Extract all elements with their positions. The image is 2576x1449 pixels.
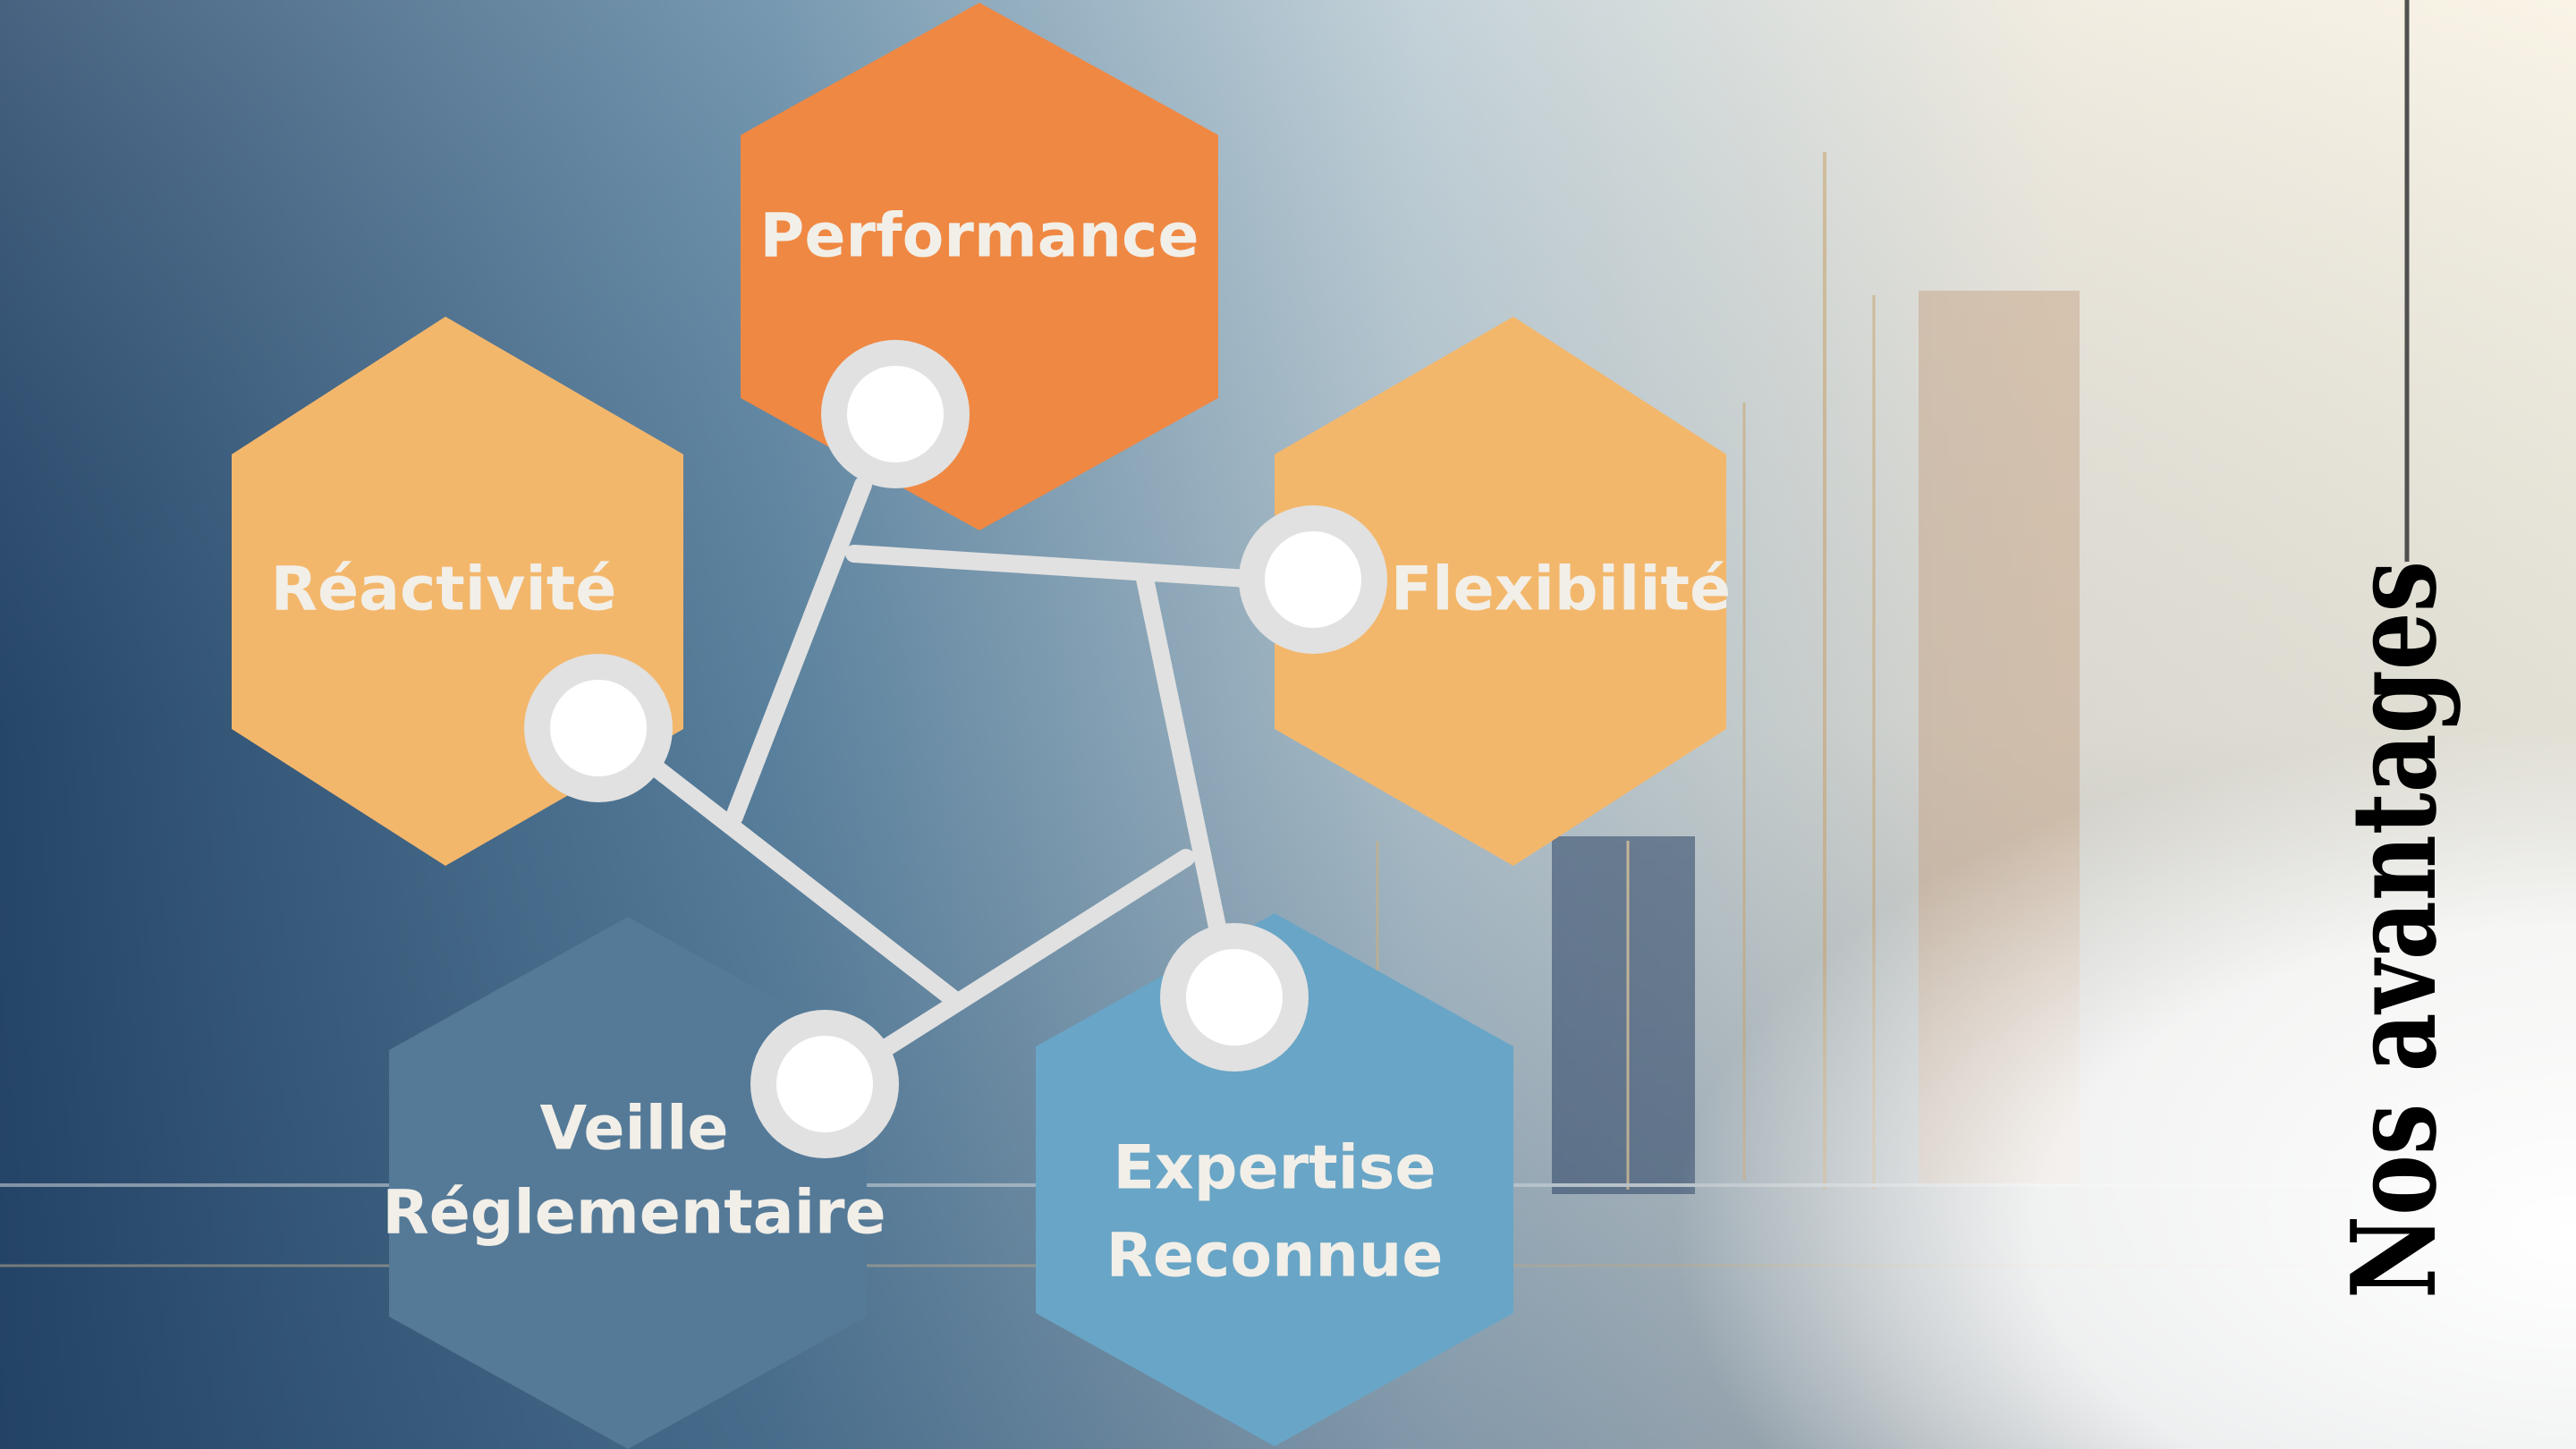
- node-performance: [821, 340, 970, 488]
- node-expertise-reconnue: [1160, 923, 1309, 1072]
- connector-line: [845, 545, 1258, 588]
- label-reglementaire: Réglementaire: [382, 1178, 886, 1249]
- connector-line: [725, 476, 872, 826]
- connector-network: [631, 476, 1258, 1077]
- connector-line: [845, 849, 1195, 1077]
- hexagon-expertise-reconnue: [1036, 913, 1513, 1446]
- label-performance: Performance: [760, 201, 1199, 272]
- label-reactivite: Réactivité: [271, 555, 617, 625]
- hexagon-veille-reglementaire: [389, 917, 867, 1449]
- label-veille: Veille: [539, 1094, 728, 1165]
- node-flexibilite: [1239, 505, 1387, 654]
- node-reactivite: [524, 654, 673, 802]
- hexagon-flexibilite: [1275, 317, 1726, 866]
- page-title: Nos avantages: [2326, 561, 2462, 1299]
- connector-line: [1136, 570, 1228, 945]
- node-veille-reglementaire: [750, 1010, 899, 1158]
- label-reconnue: Reconnue: [1106, 1221, 1444, 1292]
- connector-line: [631, 747, 962, 1008]
- label-expertise: Expertise: [1113, 1133, 1436, 1204]
- label-flexibilite: Flexibilité: [1391, 555, 1731, 625]
